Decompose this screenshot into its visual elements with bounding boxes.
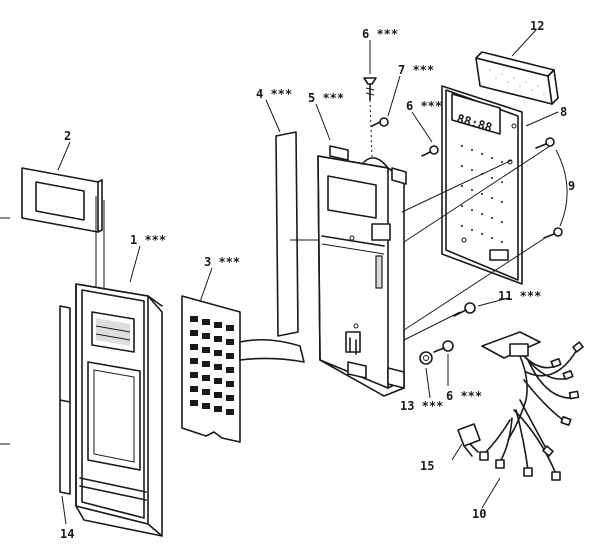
washer-13 (419, 351, 433, 365)
label-part-6-right: 6 *** (406, 99, 442, 113)
label-part-8: 8 (560, 105, 567, 119)
leader-lines (57, 29, 559, 525)
screw-6-top (363, 77, 377, 101)
part-3-keypad-membrane (181, 295, 305, 443)
screw-6-right (421, 145, 439, 157)
ribbon-cable (239, 338, 305, 363)
label-part-2: 2 (64, 129, 71, 143)
label-part-1: 1 *** (130, 233, 166, 247)
label-part-6-bottom: 6 *** (446, 389, 482, 403)
label-part-6-top: 6 *** (362, 27, 398, 41)
label-part-10: 10 (472, 507, 486, 521)
screw-11 (453, 302, 476, 317)
part-15-component (457, 423, 481, 457)
label-part-7: 7 *** (398, 63, 434, 77)
part-12-foam-block (475, 51, 559, 105)
part-1-control-panel (0, 217, 163, 537)
label-part-12: 12 (530, 19, 544, 33)
part-9-bracket (555, 149, 568, 227)
screw-6-bottom (433, 340, 454, 353)
label-part-13: 13 *** (400, 399, 443, 413)
label-part-3: 3 *** (204, 255, 240, 269)
part-4-vertical-strip (275, 131, 318, 337)
digital-display (451, 93, 501, 135)
label-part-14: 14 (60, 527, 74, 541)
screw-9-top (535, 137, 555, 149)
label-part-4: 4 *** (256, 87, 292, 101)
part-8-circuit-board: 88:88 (441, 85, 523, 285)
callout-labels: 1 *** 2 3 *** 4 *** 5 *** 6 *** 7 *** 6 … (60, 19, 575, 541)
screw-7 (371, 117, 389, 127)
part-10-wiring-harness (479, 331, 584, 481)
label-part-11: 11 *** (498, 289, 541, 303)
part-5-control-bracket (317, 145, 407, 397)
part-2-window-plate (21, 167, 103, 233)
keypad-buttons (190, 316, 234, 415)
label-part-9: 9 (568, 179, 575, 193)
label-part-15: 15 (420, 459, 434, 473)
part-14-trim-strip (59, 305, 71, 495)
board-components (461, 145, 503, 243)
label-part-5: 5 *** (308, 91, 344, 105)
